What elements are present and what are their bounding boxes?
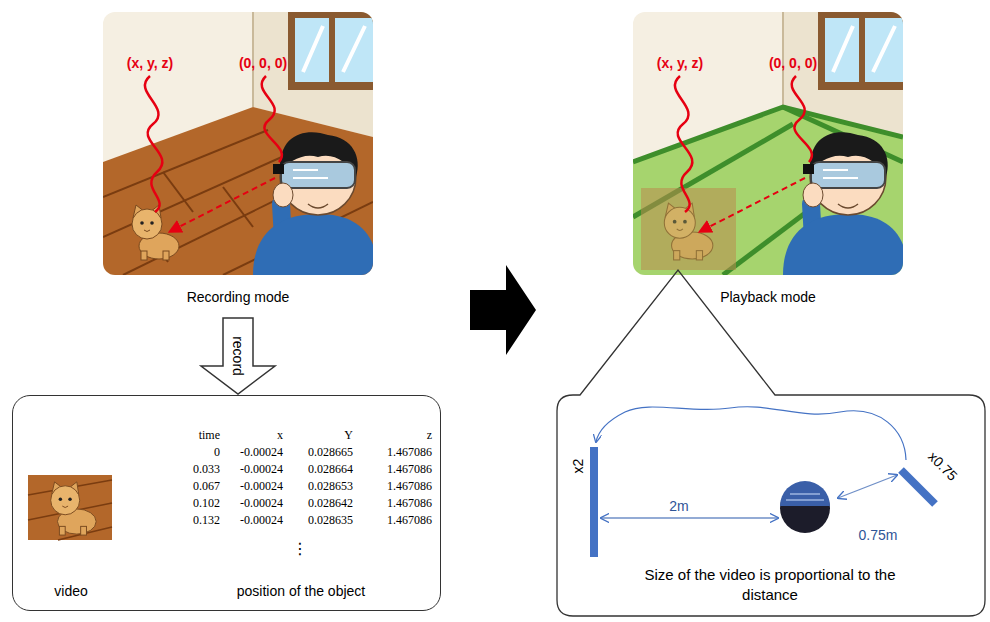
bubble-outline	[557, 270, 985, 616]
recording-scene-part	[103, 12, 373, 275]
video-thumbnail-part	[51, 482, 96, 535]
recording-scene-part-part-part	[103, 130, 268, 197]
recording-scene-part-part	[169, 178, 275, 232]
table-cell: 1.467086	[387, 462, 432, 477]
node-text: video	[54, 582, 87, 600]
top-view-part	[596, 407, 906, 460]
table-cell: 0.028635	[308, 513, 353, 528]
coordinate-label: (x, y, z)	[127, 55, 173, 71]
recording-scene-part-part	[253, 132, 373, 275]
table-cell: 1.467086	[387, 513, 432, 528]
recording-scene-part-part-part	[223, 187, 253, 227]
table-cell: 1.467086	[387, 445, 432, 460]
top-view-part	[590, 447, 598, 557]
table-header: Y	[344, 428, 353, 443]
table-cell: 0.028664	[308, 462, 353, 477]
recording-scene-part-part-part	[103, 152, 293, 237]
table-cell: 0.102	[193, 496, 220, 511]
table-header: time	[199, 428, 220, 443]
table-cell: 0.033	[193, 462, 220, 477]
top-view-part	[838, 475, 897, 498]
table-cell: 0.028665	[308, 445, 353, 460]
table-header: z	[427, 428, 432, 443]
top-view	[590, 407, 935, 557]
top-view-part	[901, 470, 935, 504]
playback-scene-part-part	[792, 76, 812, 162]
recording-scene-part-part	[145, 76, 162, 212]
coordinate-label: (x, y, z)	[657, 55, 703, 71]
scale-label: x2	[570, 459, 586, 474]
scene-caption: Recording mode	[187, 288, 290, 306]
playback-scene-part-part	[664, 203, 713, 260]
table-cell: 0.028653	[308, 479, 353, 494]
distance-label: 2m	[669, 498, 688, 514]
coordinate-label: (0, 0, 0)	[769, 55, 817, 71]
top-view-part	[786, 494, 824, 500]
playback-scene-part-part	[783, 132, 903, 275]
top-view-part	[601, 517, 778, 518]
table-cell: -0.00024	[240, 479, 283, 494]
video-thumbnail-part	[28, 475, 112, 540]
video-thumbnail-part	[28, 480, 112, 540]
coordinate-label: (0, 0, 0)	[239, 55, 287, 71]
recording-scene-part-part	[132, 205, 179, 260]
node-text: Size of the video is proportional to the…	[640, 565, 900, 604]
table-cell: 1.467086	[387, 479, 432, 494]
table-cell: 0	[214, 445, 220, 460]
edge-label: record	[230, 336, 246, 376]
table-cell: -0.00024	[240, 513, 283, 528]
data-callout: video position of the object	[12, 395, 441, 611]
recording-scene	[103, 12, 378, 275]
table-cell: 0.132	[193, 513, 220, 528]
table-header: x	[277, 428, 283, 443]
callout-bubble: Size of the video is proportional to the…	[557, 395, 985, 616]
table-cell: 1.467086	[387, 496, 432, 511]
recording-scene-part-part	[262, 76, 282, 162]
distance-label: 0.75m	[859, 527, 898, 543]
recording-scene-part-part-part	[163, 172, 193, 212]
block-arrow	[201, 318, 275, 394]
scene-caption: Playback mode	[720, 288, 816, 306]
block-arrow	[470, 265, 536, 355]
ellipsis-mark: ⋮	[292, 539, 308, 558]
playback-scene-part	[633, 12, 903, 275]
table-cell: -0.00024	[240, 462, 283, 477]
table-cell: 0.028642	[308, 496, 353, 511]
top-view-part	[780, 481, 830, 506]
table-cell: -0.00024	[240, 445, 283, 460]
scale-label: x0.75	[925, 448, 961, 484]
playback-scene-part-part-part	[664, 203, 713, 260]
video-thumbnail	[28, 475, 112, 540]
playback-scene-part-part	[675, 76, 692, 212]
table-cell: 0.067	[193, 479, 220, 494]
playback-scene	[633, 12, 908, 275]
playback-scene-part-part	[699, 178, 805, 232]
table-cell: -0.00024	[240, 496, 283, 511]
node-text: position of the object	[237, 582, 365, 600]
